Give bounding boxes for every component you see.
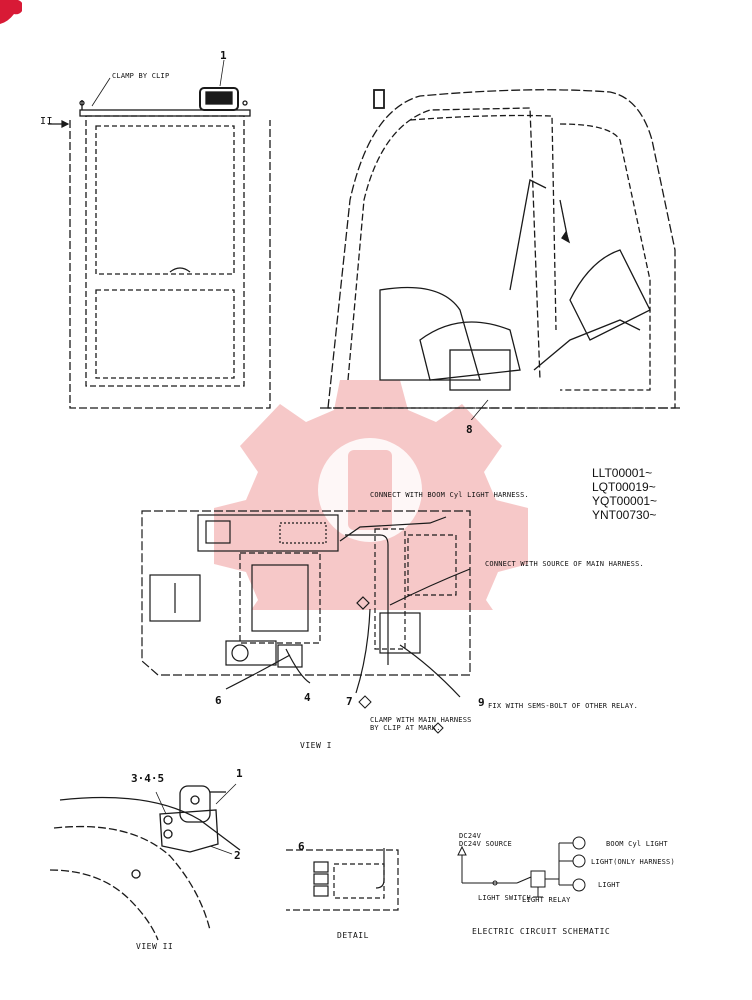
part-number-345: 3·4·5 [131,772,165,785]
part-number-4: 4 [304,691,311,704]
part-number-1: 1 [220,49,227,62]
detail-caption: DETAIL [337,931,369,940]
serial-numbers: LLT00001~ LQT00019~ YQT00001~ YNT00730~ [592,466,657,522]
part-number-6: 6 [215,694,222,707]
part-number-8: 8 [466,423,473,436]
part-number-7: 7 [346,695,353,708]
cab-front-view [48,59,271,409]
part-number-9: 9 [478,696,485,709]
mark-c-diamond-icon [358,695,372,709]
dc24v-label: DC24V [459,832,482,840]
clamp-main-harness-line2: BY CLIP AT MARK. [370,724,441,732]
serial-3: YQT00001~ [592,494,658,508]
dc24v-source-label: DC24V SOURCE [459,840,512,848]
view-ii-diagram [49,783,241,941]
schematic-caption: ELECTRIC CIRCUIT SCHEMATIC [472,927,611,936]
connect-boom-light-label: CONNECT WITH BOOM Cyl LIGHT HARNESS. [370,491,529,499]
serial-2: LQT00019~ [592,480,656,494]
serial-1: LLT00001~ [592,466,653,480]
view-i-caption: VIEW I [300,741,332,750]
serial-4: YNT00730~ [592,508,657,522]
mark-c-diamond-small-icon [432,722,444,734]
light-only-harness-label: LIGHT(ONLY HARNESS) [591,858,675,866]
part-number-1-view-ii: 1 [236,767,243,780]
light-relay-label: LIGHT RELAY [522,896,571,904]
light-switch-label: LIGHT SWITCH [478,894,531,902]
corner-badge [0,0,22,24]
watermark-gear-icon [214,380,528,610]
clamp-main-harness-line1: CLAMP WITH MAIN HARNESS [370,716,472,724]
cab-side-view [320,89,680,420]
view-ii-marker: II [40,116,54,127]
part-number-2: 2 [234,849,241,862]
fix-sems-bolt-label: FIX WITH SEMS-BOLT OF OTHER RELAY. [488,702,639,710]
view-ii-caption: VIEW II [136,942,174,951]
connect-main-harness-label: CONNECT WITH SOURCE OF MAIN HARNESS. [485,560,644,568]
light-label: LIGHT [598,881,621,889]
clamp-by-clip-label: CLAMP BY CLIP [112,72,170,80]
detail-diagram [286,848,399,911]
boom-light-label: BOOM Cyl LIGHT [606,840,668,848]
part-number-6-detail: 6 [298,840,305,853]
view-i-diagram [141,510,471,698]
circuit-schematic [457,836,586,898]
